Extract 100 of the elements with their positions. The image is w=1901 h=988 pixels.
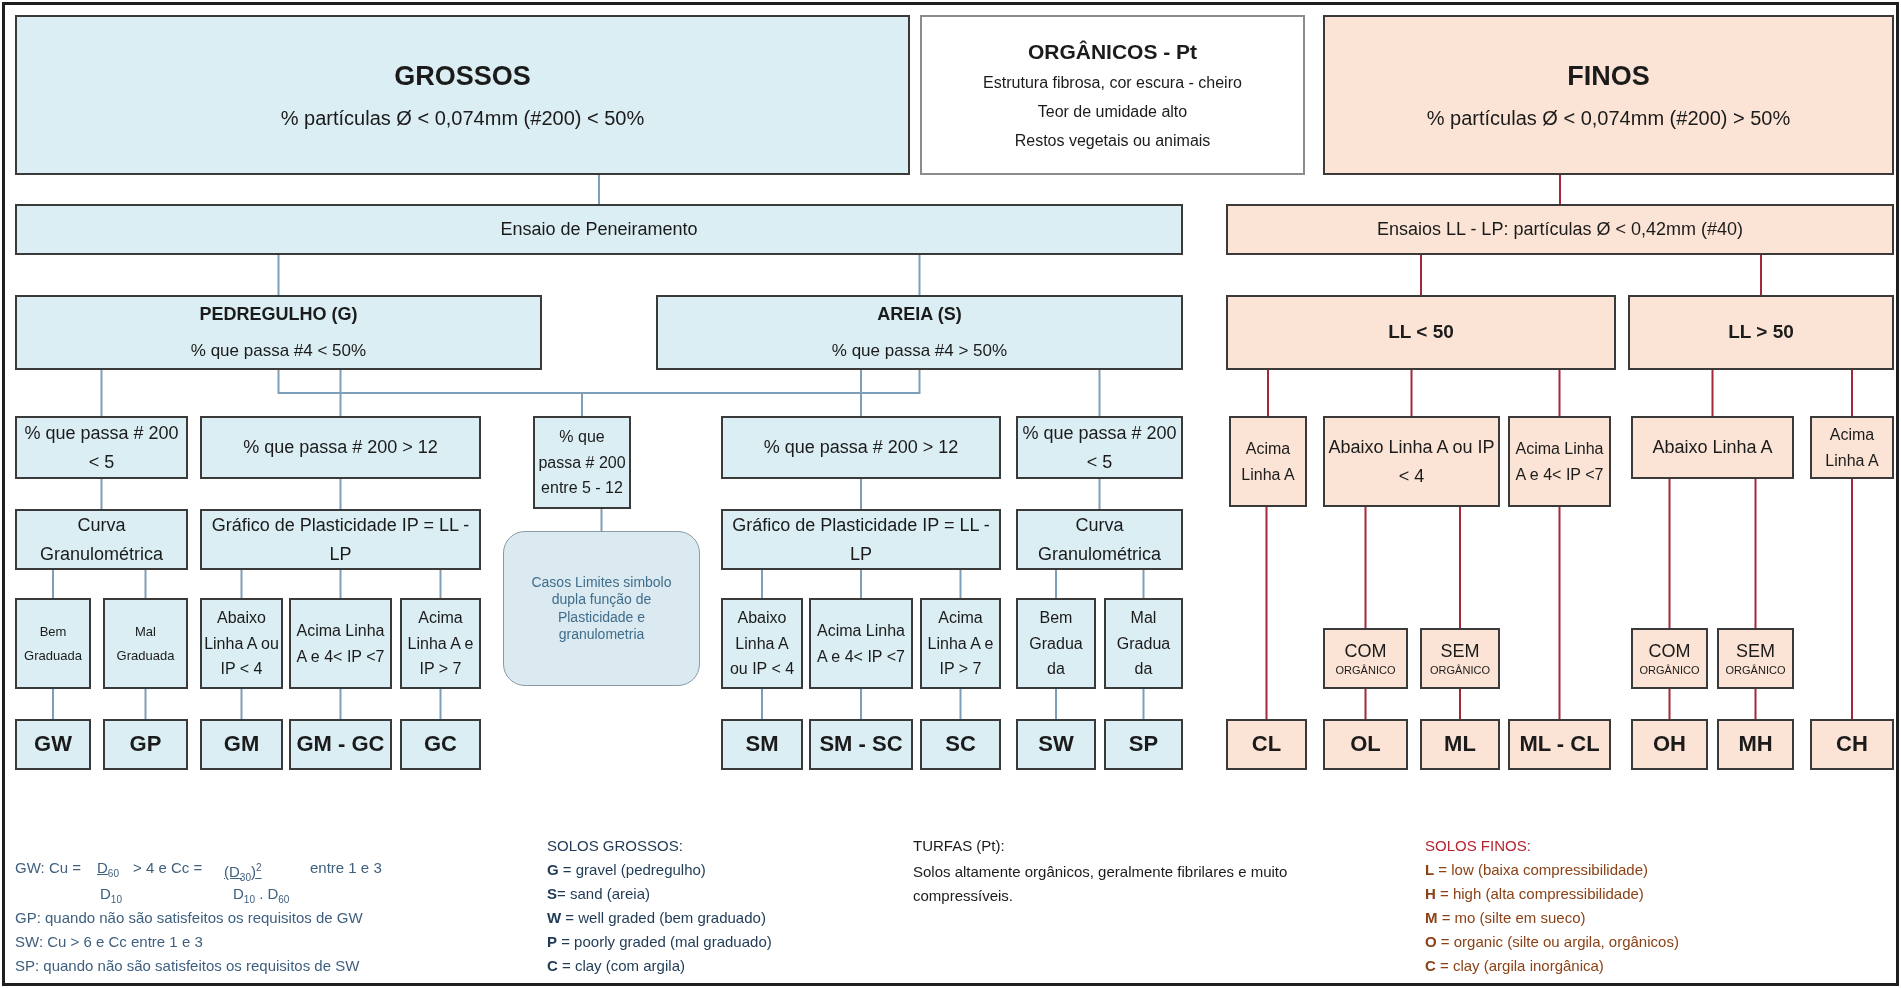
class-box [809, 719, 913, 770]
process-box [721, 416, 1001, 479]
connector-line [1559, 174, 1561, 205]
category-box [1323, 15, 1894, 175]
connector-line [439, 569, 442, 599]
process-box [15, 204, 1183, 255]
box-text: ORGÂNICO [1639, 663, 1700, 678]
connector-line [1459, 506, 1461, 629]
box-heading: SEM [1736, 639, 1775, 663]
connector-line [1760, 254, 1762, 296]
process-box [1323, 416, 1500, 507]
box-text: % que passa # 200 > 12 [763, 436, 959, 460]
connector-line [761, 569, 763, 599]
category-box [15, 15, 910, 175]
connector-line [1142, 688, 1145, 720]
category-box [920, 15, 1305, 175]
box-text: % partículas Ø < 0,074mm (#200) > 50% [1426, 105, 1791, 131]
connector-line [1851, 369, 1853, 417]
process-box [15, 509, 188, 570]
process-box [920, 598, 1001, 689]
box-text: ORGÂNICO [1335, 663, 1396, 678]
class-box [1104, 719, 1183, 770]
connector-line [1364, 506, 1367, 629]
note-text: SP: quando não são satisfeitos os requisitos de SW [15, 956, 360, 976]
process-box [533, 416, 631, 509]
box-heading: COM [1648, 639, 1691, 663]
connector-line [1098, 369, 1101, 417]
connector-line [761, 688, 763, 720]
process-box [15, 598, 91, 689]
connector-line [240, 688, 243, 720]
box-heading: GROSSOS [394, 60, 531, 94]
class-box [721, 719, 803, 770]
connector-line [100, 369, 103, 417]
note-text: D$_{60}$ [97, 858, 119, 881]
box-text: Teor de umidade alto [1037, 102, 1188, 123]
process-box [1323, 628, 1408, 689]
connector-line [1754, 688, 1757, 720]
process-box [1104, 598, 1183, 689]
box-text: CL [1251, 730, 1282, 759]
box-text: Abaixo Linha A ou IP < 4 [204, 608, 279, 680]
class-box [1810, 719, 1894, 770]
connector-line [1668, 478, 1671, 629]
process-box [15, 295, 542, 370]
connector-line [1098, 478, 1101, 510]
box-text: Acima Linha A e 4< IP <7 [1514, 438, 1605, 485]
box-text: Curva Granulométrica [1036, 513, 1162, 566]
box-text: Bem Graduada [23, 623, 83, 665]
box-text: OH [1653, 730, 1686, 759]
connector-line [277, 254, 280, 296]
class-box [1226, 719, 1307, 770]
note-text: > 4 e Cc = [133, 858, 203, 878]
connector-line [1420, 254, 1422, 296]
box-text: Acima Linha A [1824, 424, 1880, 471]
note-text: H = high (alta compressibilidade) [1425, 884, 1644, 904]
process-box [656, 295, 1183, 370]
box-text: CH [1836, 730, 1868, 759]
note-text: D$_{10}$ [100, 884, 122, 907]
connector-line [1558, 506, 1561, 720]
note-text: S= sand (areia) [547, 884, 650, 904]
box-text: % que passa # 200 > 12 [243, 436, 438, 460]
box-text: GP [129, 730, 162, 759]
class-box [103, 719, 188, 770]
note-text: (D$_{30}$)$^{2}$ [224, 861, 262, 885]
box-text: Mal Gradua da [1115, 608, 1172, 680]
process-box [200, 416, 481, 479]
box-text: % que passa # 200 entre 5 - 12 [537, 427, 627, 499]
box-text: Estrutura fibrosa, cor escura - cheiro [983, 73, 1242, 94]
connector-line [339, 569, 342, 599]
box-text: % que passa #4 < 50% [190, 340, 367, 363]
box-text: ML - CL [1519, 730, 1600, 759]
connector-line [100, 478, 103, 510]
connector-line [339, 688, 342, 720]
class-box [1631, 719, 1708, 770]
process-box [1628, 295, 1894, 370]
box-heading: PEDREGULHO (G) [199, 302, 358, 326]
box-text: SM [745, 730, 779, 759]
note-text: entre 1 e 3 [310, 858, 382, 878]
process-box [1631, 628, 1708, 689]
process-box [721, 598, 803, 689]
section-heading: TURFAS (Pt): [913, 836, 1005, 856]
note-text: D$_{10}$ . D$_{60}$ [233, 884, 290, 907]
section-heading: SOLOS GROSSOS: [547, 836, 683, 856]
note-text: GP: quando não são satisfeitos os requisitos de GW [15, 908, 363, 928]
connector-line [1851, 478, 1853, 720]
connector-line [1364, 688, 1367, 720]
connector-line [1055, 688, 1057, 720]
section-heading: SOLOS FINOS: [1425, 836, 1531, 856]
box-text: Gráfico de Plasticidade IP = LL - LP [210, 513, 471, 566]
box-text: Acima Linha A e 4< IP <7 [295, 620, 386, 667]
connector-line [1410, 369, 1413, 417]
connector-line [860, 688, 862, 720]
process-box [1420, 628, 1500, 689]
box-text: LL < 50 [1388, 320, 1454, 345]
process-box [103, 598, 188, 689]
box-text: % partículas Ø < 0,074mm (#200) < 50% [280, 105, 645, 131]
connector-line [1265, 506, 1268, 720]
box-text: GM - GC [296, 730, 385, 759]
process-box [721, 509, 1001, 570]
class-box [1508, 719, 1611, 770]
connector-line [439, 688, 442, 720]
